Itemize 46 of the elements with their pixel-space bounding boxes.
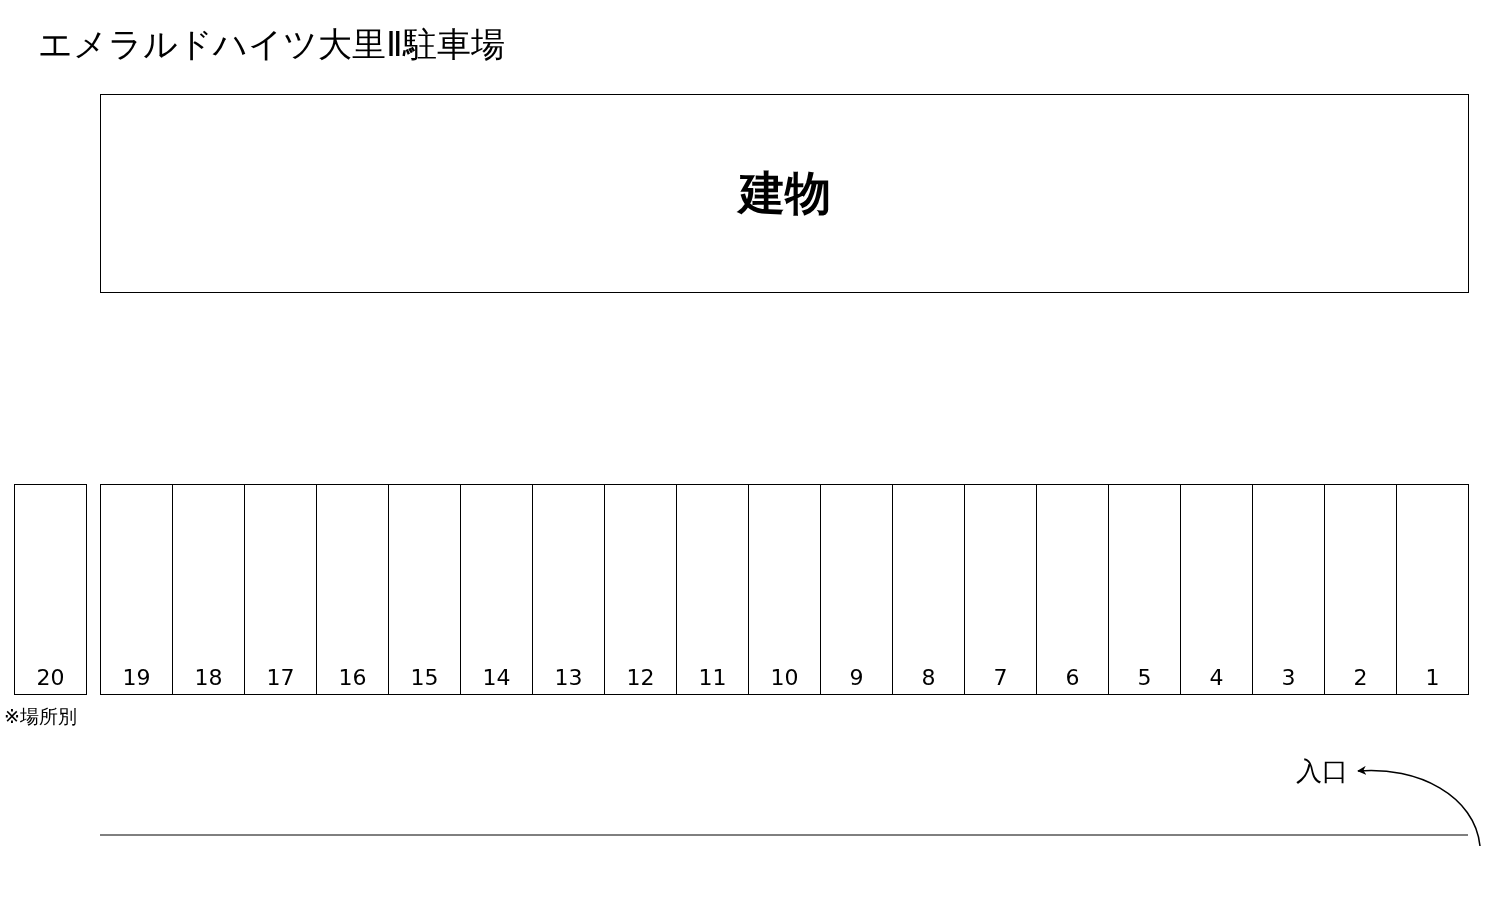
parking-space xyxy=(388,484,461,695)
parking-space xyxy=(244,484,317,695)
space-number: 18 xyxy=(193,665,224,690)
note: ※場所別 xyxy=(4,704,77,729)
space-number: 13 xyxy=(553,665,584,690)
space-number: 15 xyxy=(409,665,440,690)
parking-space xyxy=(820,484,893,695)
space-number: 16 xyxy=(337,665,368,690)
parking-space xyxy=(964,484,1037,695)
space-number: 14 xyxy=(481,665,512,690)
space-number: 11 xyxy=(697,665,728,690)
entrance-label: 入口 xyxy=(1296,755,1348,787)
space-number: 17 xyxy=(265,665,296,690)
parking-space xyxy=(460,484,533,695)
parking-space xyxy=(1252,484,1325,695)
space-number: 20 xyxy=(35,665,66,690)
space-number: 1 xyxy=(1424,665,1441,690)
space-number: 2 xyxy=(1352,665,1369,690)
parking-space xyxy=(100,484,173,695)
parking-space xyxy=(748,484,821,695)
parking-space xyxy=(1108,484,1181,695)
parking-space xyxy=(532,484,605,695)
space-number: 4 xyxy=(1208,665,1225,690)
space-number: 6 xyxy=(1064,665,1081,690)
parking-space xyxy=(1180,484,1253,695)
building-box xyxy=(100,94,1469,293)
space-number: 9 xyxy=(848,665,865,690)
space-number: 10 xyxy=(769,665,800,690)
parking-space xyxy=(316,484,389,695)
space-number: 3 xyxy=(1280,665,1297,690)
parking-space xyxy=(676,484,749,695)
parking-space xyxy=(1396,484,1469,695)
parking-space xyxy=(1036,484,1109,695)
title: エメラルドハイツ大里Ⅱ駐車場 xyxy=(38,23,505,66)
space-number: 8 xyxy=(920,665,937,690)
parking-space xyxy=(1324,484,1397,695)
parking-space xyxy=(14,484,87,695)
space-number: 7 xyxy=(992,665,1009,690)
parking-space xyxy=(172,484,245,695)
space-number: 12 xyxy=(625,665,656,690)
parking-space xyxy=(892,484,965,695)
space-number: 5 xyxy=(1136,665,1153,690)
space-number: 19 xyxy=(121,665,152,690)
arrow xyxy=(1357,766,1481,847)
parking-space xyxy=(604,484,677,695)
building-label: 建物 xyxy=(738,164,831,222)
